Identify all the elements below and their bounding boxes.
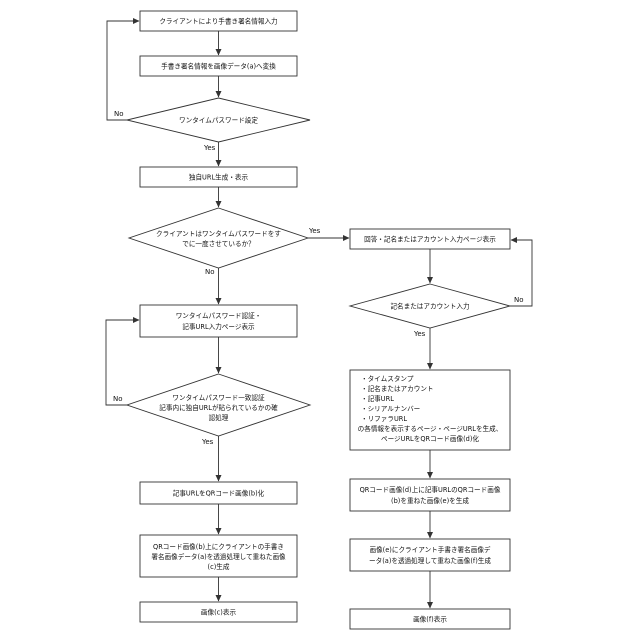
box-label: 記名またはアカウント入力	[390, 302, 469, 311]
right-box-2: ・タイムスタンプ ・記名またはアカウント ・記事URL ・シリアルナンバー ・リ…	[350, 370, 510, 450]
left-decision-3: ワンタイムパスワード一致認証 記事内に独自URLが貼られているかの確 認処理	[127, 374, 310, 436]
box-label: クライアントはワンタイムパスワードをす	[156, 229, 281, 238]
box-label: 独自URL生成・表示	[189, 173, 249, 182]
right-decision-1: 記名またはアカウント入力	[350, 284, 510, 328]
box-label: 記事URL入力ページ表示	[182, 322, 255, 331]
box-label: ワンタイムパスワード設定	[179, 116, 258, 125]
box-label: 画像(c)表示	[201, 608, 237, 617]
right-box-3: QRコード画像(d)上に記事URLのQRコード画像 (b)を重ねた画像(e)を生…	[350, 479, 510, 511]
box-label: ワンタイムパスワード認証・	[176, 311, 262, 320]
box-label: 記事URLをQRコード画像(b)化	[173, 489, 265, 498]
box-label: ータ(a)を透過処理して重ねた画像(f)生成	[369, 556, 491, 565]
list-item: ・シリアルナンバー	[361, 405, 420, 413]
box-label: 回答・記名またはアカウント入力ページ表示	[364, 235, 496, 244]
label-yes-d1: Yes	[203, 144, 216, 152]
list-item: ・リファラURL	[361, 415, 407, 423]
left-box-1: クライアントにより手書き署名情報入力	[140, 11, 297, 31]
label-no-d1: No	[114, 110, 124, 118]
box-label: 手書き署名情報を画像データ(a)へ変換	[161, 62, 276, 71]
list-item: ・記名またはアカウント	[361, 384, 434, 393]
box-label: 認処理	[209, 413, 229, 422]
list-item: ・記事URL	[361, 394, 394, 403]
label-no-rd1: No	[514, 296, 524, 304]
box-label: ページURLをQRコード画像(d)化	[381, 434, 479, 443]
box-label: (b)を重ねた画像(e)を生成	[391, 496, 469, 505]
box-label: でに一度させているか？	[182, 239, 255, 248]
box-label: クライアントにより手書き署名情報入力	[159, 17, 277, 26]
label-no-d3: No	[113, 395, 123, 403]
box-label: 画像(e)にクライアント手書き署名画像デ	[369, 545, 490, 554]
box-label: QRコード画像(d)上に記事URLのQRコード画像	[360, 485, 501, 494]
box-label: 署名画像データ(a)を透過処理して重ねた画像	[151, 552, 286, 561]
box-label: 記事内に独自URLが貼られているかの確	[159, 403, 278, 412]
box-label: (c)生成	[208, 562, 230, 571]
left-decision-1: ワンタイムパスワード設定	[127, 98, 310, 142]
right-box-4: 画像(e)にクライアント手書き署名画像デ ータ(a)を透過処理して重ねた画像(f…	[350, 539, 510, 571]
left-decision-2: クライアントはワンタイムパスワードをす でに一度させているか？	[129, 208, 308, 268]
box-label: の各情報を表示するページ・ページURLを生成、	[358, 424, 503, 433]
left-box-5: 記事URLをQRコード画像(b)化	[140, 482, 297, 504]
left-box-3: 独自URL生成・表示	[140, 167, 297, 187]
label-yes-d2: Yes	[308, 227, 321, 235]
list-item: ・タイムスタンプ	[361, 374, 414, 383]
right-box-5: 画像(f)表示	[350, 609, 510, 629]
left-box-2: 手書き署名情報を画像データ(a)へ変換	[140, 56, 297, 76]
left-box-7: 画像(c)表示	[140, 602, 297, 622]
label-no-d2: No	[205, 268, 215, 276]
right-box-1: 回答・記名またはアカウント入力ページ表示	[350, 229, 510, 249]
box-label: QRコード画像(b)上にクライアントの手書き	[153, 542, 284, 551]
arrow-d3-no-loop	[106, 320, 139, 405]
label-yes-d3: Yes	[201, 438, 214, 446]
left-box-4: ワンタイムパスワード認証・ 記事URL入力ページ表示	[140, 305, 297, 337]
box-label: 画像(f)表示	[413, 615, 447, 624]
label-yes-rd1: Yes	[413, 330, 426, 338]
box-label: ワンタイムパスワード一致認証	[172, 393, 265, 402]
arrow-d1-no-loop	[107, 21, 139, 120]
left-box-6: QRコード画像(b)上にクライアントの手書き 署名画像データ(a)を透過処理して…	[140, 535, 297, 577]
